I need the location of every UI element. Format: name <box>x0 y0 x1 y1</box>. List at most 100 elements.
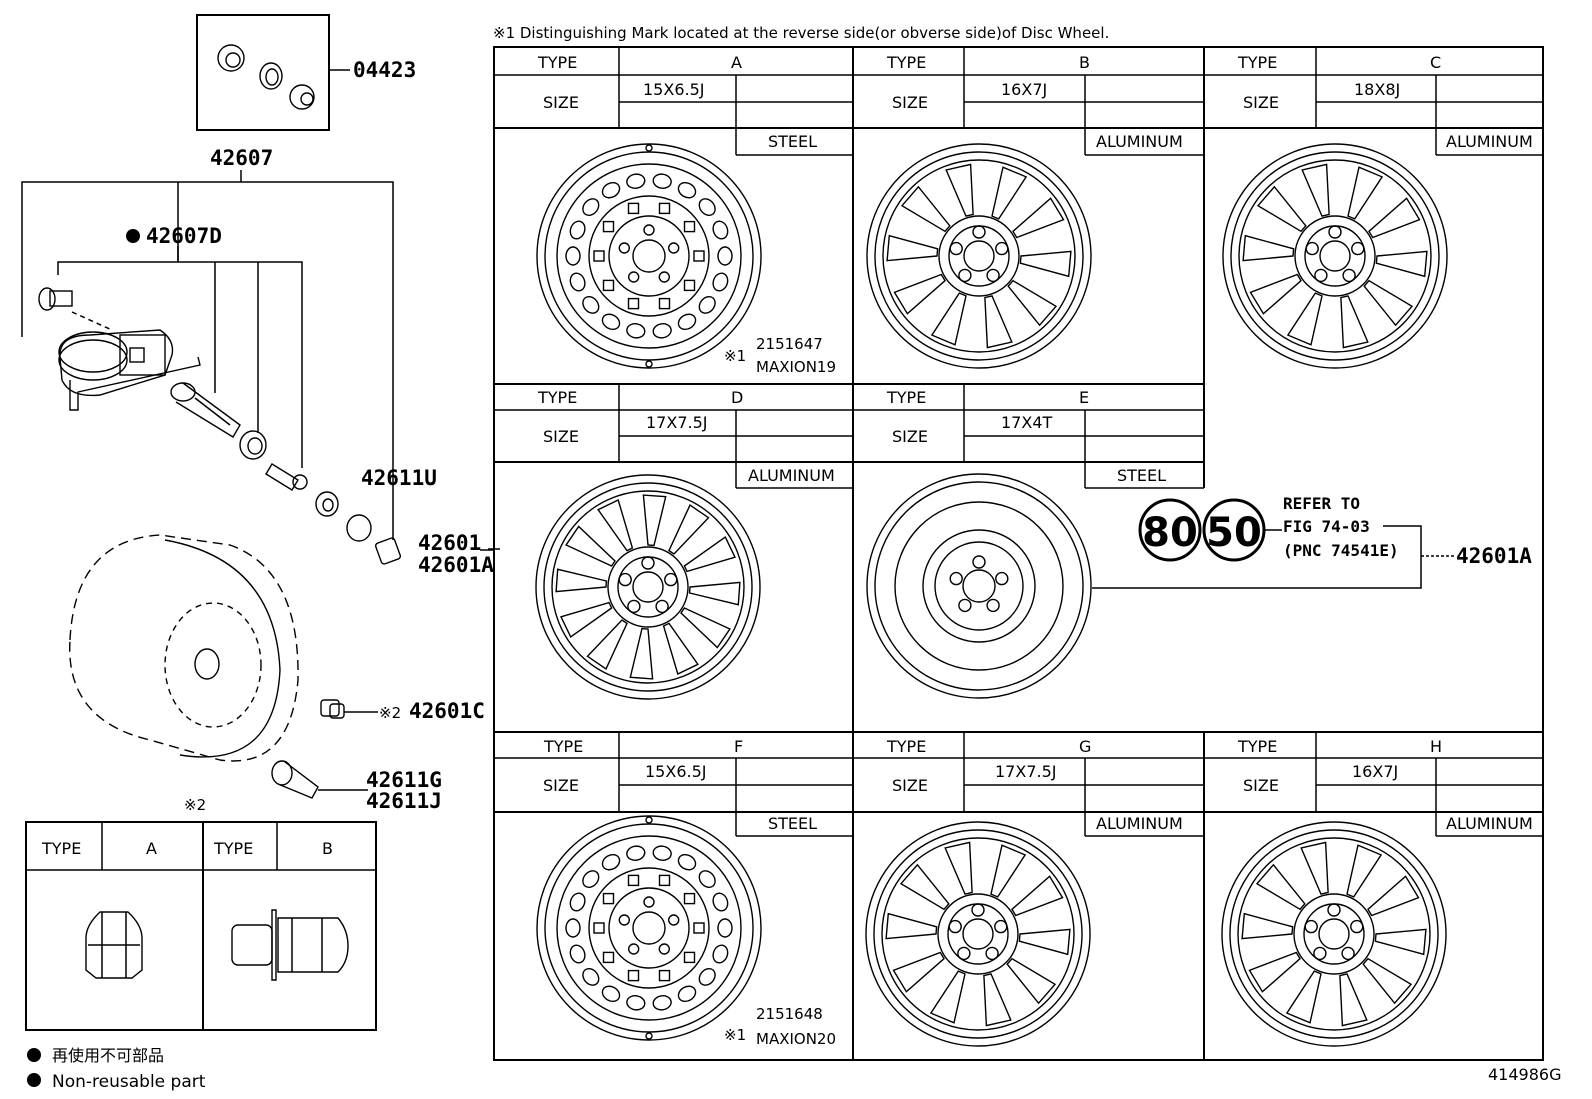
wheel-spoke <box>893 273 946 315</box>
nut-type-b: B <box>322 839 333 858</box>
wheel-size-g: 17X7.5J <box>995 762 1056 781</box>
wheel-spoke <box>1286 292 1323 346</box>
size-label: SIZE <box>543 93 579 112</box>
lug-hole <box>994 919 1008 934</box>
refer-block: 80 50 REFER TO FIG 74-03 (PNC 74541E) 42… <box>1092 494 1532 589</box>
vent-hole <box>626 845 646 861</box>
vent-hole <box>569 220 586 240</box>
size-label: SIZE <box>1243 93 1279 112</box>
part-42607d: 42607D <box>146 224 222 248</box>
lug-hole <box>643 224 655 236</box>
lug-hole <box>641 556 655 570</box>
wheel-spoke <box>1362 957 1413 1005</box>
vent-hole <box>698 295 716 314</box>
wheel-material-f: STEEL <box>768 814 817 833</box>
type-label: TYPE <box>886 53 926 72</box>
wheel-spoke <box>1367 875 1420 917</box>
center-slot <box>693 922 705 934</box>
lug-hole <box>628 943 640 955</box>
legend-jp: 再使用不可部品 <box>52 1046 164 1065</box>
vent-hole <box>712 944 729 964</box>
tire-wheel-sketch <box>69 534 299 762</box>
wheel-spoke <box>1375 250 1428 278</box>
center-slot <box>658 202 671 215</box>
lug-hole <box>1314 268 1328 283</box>
wheel-c-illustration <box>1222 143 1448 369</box>
wheel-material-g: ALUMINUM <box>1096 814 1183 833</box>
vent-hole <box>677 181 697 199</box>
lug-hole <box>972 555 986 569</box>
wheel-spoke <box>885 912 938 940</box>
wheel-spoke <box>1012 197 1065 239</box>
lug-hole <box>627 599 641 614</box>
lug-hole <box>658 943 671 955</box>
vent-hole <box>712 220 729 240</box>
part-42607: 42607 <box>210 146 273 170</box>
vent-hole <box>677 853 697 871</box>
lug-hole <box>971 903 985 917</box>
vent-hole <box>652 995 672 1011</box>
size-label: SIZE <box>892 93 928 112</box>
wheel-spoke <box>1339 973 1368 1027</box>
wheel-type-c: C <box>1430 53 1441 72</box>
center-slot <box>627 969 640 982</box>
wheel-spoke <box>565 525 616 567</box>
part-42601a-right: 42601A <box>1456 544 1532 568</box>
type-label: TYPE <box>886 737 926 756</box>
wheel-size-h: 16X7J <box>1352 762 1398 781</box>
size-label: SIZE <box>1243 776 1279 795</box>
lug-hole <box>972 225 986 239</box>
vent-hole <box>677 985 697 1003</box>
lug-hole <box>643 896 655 908</box>
lug-hole <box>668 242 680 254</box>
lug-hole <box>986 268 1000 283</box>
lug-hole <box>1327 903 1341 917</box>
part-42601c-prefix: ※2 <box>379 704 401 722</box>
part-42611u: 42611U <box>361 466 437 490</box>
vent-hole <box>712 892 729 912</box>
wheel-spoke <box>555 568 608 593</box>
distinguishing-mark-note: ※1 Distinguishing Mark located at the re… <box>493 24 1109 42</box>
wheel-spoke <box>629 627 654 680</box>
valve-stem <box>170 382 402 565</box>
vent-hole <box>712 272 729 292</box>
wheel-spoke <box>991 166 1028 220</box>
nut-type-a: A <box>146 839 157 858</box>
part-42601c-nut <box>320 699 378 719</box>
wheel-spoke <box>668 504 710 555</box>
wheel-spoke <box>1340 295 1369 349</box>
legend-dot-en <box>27 1073 41 1087</box>
wheel-g-illustration <box>865 821 1091 1047</box>
lug-hole <box>618 914 630 926</box>
vent-hole <box>698 967 716 986</box>
vent-hole <box>569 892 586 912</box>
vent-hole <box>565 918 581 938</box>
lug-hole <box>1350 919 1364 934</box>
wheel-spoke <box>597 499 634 552</box>
wheel-type-f: F <box>734 737 743 756</box>
wheel-spoke <box>1346 844 1383 898</box>
wheel-size-c: 18X8J <box>1354 80 1400 99</box>
lug-hole <box>958 268 972 283</box>
lug-hole <box>957 946 971 961</box>
type-label: TYPE <box>537 388 577 407</box>
vent-hole <box>565 246 581 266</box>
part-42611g: 42611G <box>366 768 442 792</box>
vent-hole <box>717 918 733 938</box>
wheel-spoke <box>683 536 736 573</box>
part-42611j: 42611J <box>366 789 442 813</box>
lug-hole <box>985 946 999 961</box>
wheel-type-h: H <box>1430 737 1442 756</box>
part-04423-box: 04423 <box>196 14 416 131</box>
legend-dot-jp <box>27 1048 41 1062</box>
figure-id: 414986G <box>1488 1065 1561 1084</box>
wheel-spoke <box>1368 197 1421 239</box>
wheel-spoke <box>1256 185 1307 233</box>
wheel-spoke <box>1249 273 1302 315</box>
mark-code-a: 2151647 <box>756 335 823 353</box>
center-slot <box>627 297 640 310</box>
wheel-spoke <box>1363 279 1414 327</box>
part-42601c: 42601C <box>409 699 485 723</box>
wheel-a-illustration <box>536 143 762 369</box>
center-slot <box>683 951 696 964</box>
